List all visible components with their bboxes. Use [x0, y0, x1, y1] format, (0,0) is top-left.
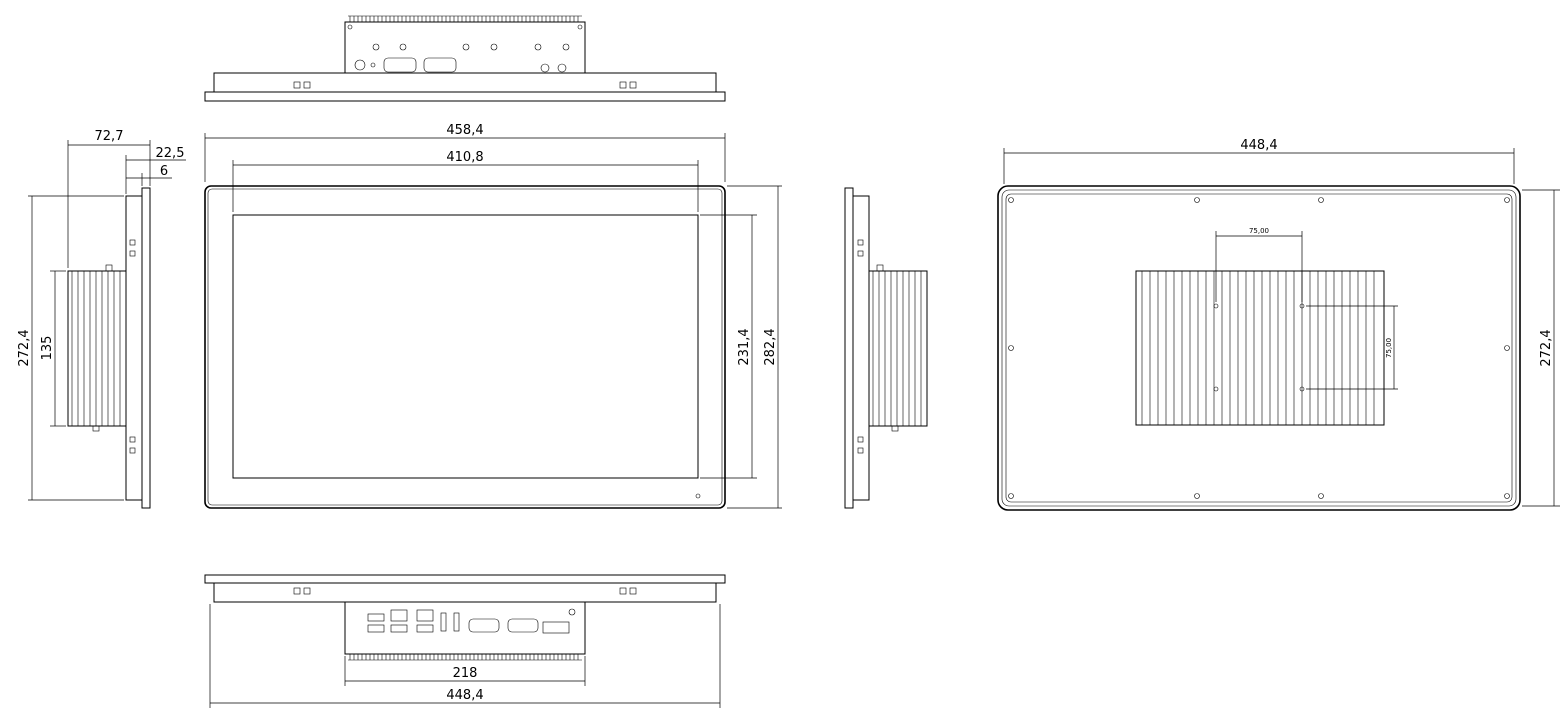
rear-overall-height: 272,4 [1539, 329, 1554, 366]
rear-view: 448,4 272,4 75,00 75,00 [997, 138, 1560, 511]
side-depth-total: 72,7 [95, 129, 124, 144]
top-view [204, 15, 726, 102]
bottom-box-width: 218 [453, 666, 478, 681]
right-side-view [844, 187, 928, 509]
side-box-height: 135 [40, 336, 55, 361]
front-overall-height: 282,4 [763, 328, 778, 365]
front-display-height: 231,4 [737, 328, 752, 365]
front-overall-width: 458,4 [446, 123, 483, 138]
rear-overall-width: 448,4 [1240, 138, 1277, 153]
side-overall-height: 272,4 [17, 329, 32, 366]
front-display-width: 410,8 [446, 150, 483, 165]
side-depth-bezel: 22,5 [156, 146, 185, 161]
left-side-view: 72,7 22,5 6 272,4 135 [17, 129, 186, 509]
rear-vesa-horizontal: 75,00 [1249, 227, 1269, 235]
bottom-overall-width: 448,4 [446, 688, 483, 703]
rear-vesa-vertical: 75,00 [1385, 338, 1393, 358]
side-bezel-thickness: 6 [160, 164, 168, 179]
front-view: 458,4 410,8 231,4 282,4 [204, 123, 782, 509]
bottom-view: 218 448,4 [204, 574, 726, 708]
